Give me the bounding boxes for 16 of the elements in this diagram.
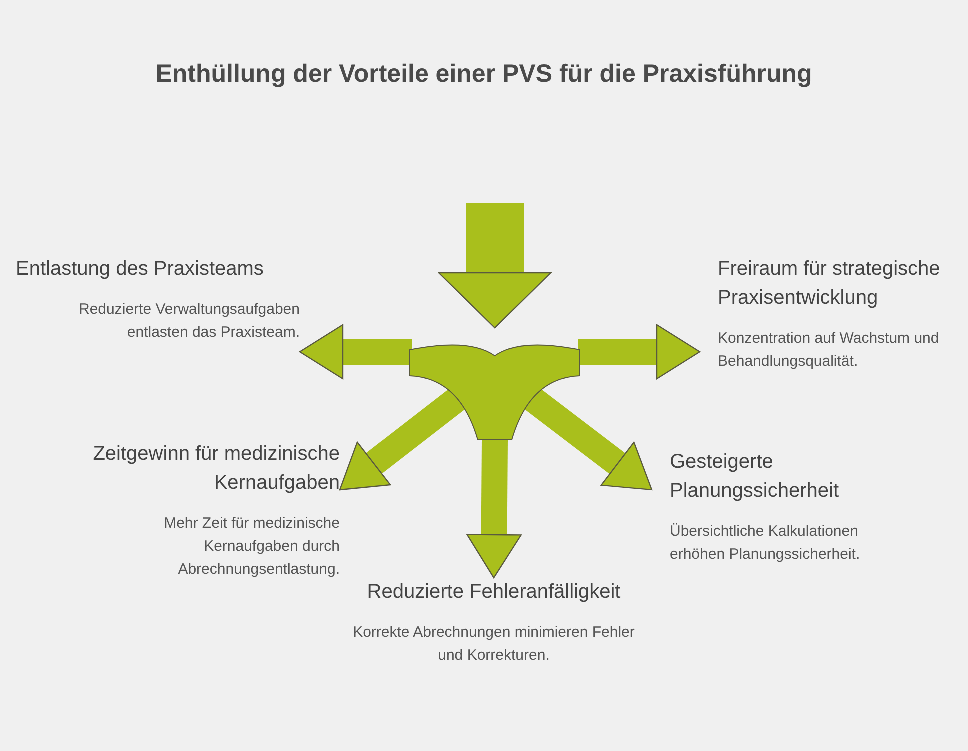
junction-drawing [410, 344, 580, 440]
arrow [466, 440, 522, 579]
title: Enthüllung der Vorteile einer PVS für die Praxisführung [154, 60, 814, 89]
arrow [578, 324, 701, 380]
heading: Gesteigerte Planungssicherheit [669, 450, 840, 504]
arrow [438, 203, 552, 329]
heading: Entlastung des Praxisteams [16, 257, 265, 282]
description: Korrekte Abrechnungen minimieren Fehler und Korrekturen. [352, 623, 636, 666]
description: Mehr Zeit für medizinische Kernaufgaben durch Abrechnungsentlastung. [163, 514, 340, 580]
description: Reduzierte Verwaltungsaufgaben entlasten das Praxisteam. [78, 300, 300, 343]
description: Übersichtliche Kalkulationen erhöhen Planungssicherheit. [669, 522, 862, 565]
heading: Freiraum für strategische Praxisentwicklung [717, 257, 942, 311]
description: Konzentration auf Wachstum und Behandlungsqualität. [717, 329, 940, 372]
heading: Zeitgewinn für medizinische Kernaufgaben [92, 442, 340, 496]
arrow [299, 324, 412, 380]
heading: Reduzierte Fehleranfälligkeit [366, 580, 622, 605]
